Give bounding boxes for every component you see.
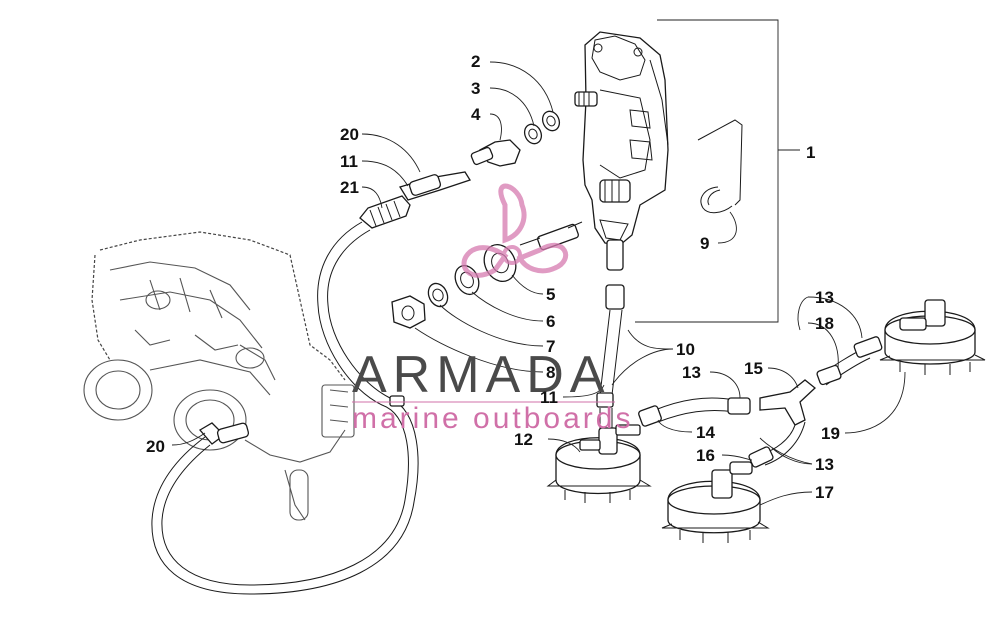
callout-3: 3 xyxy=(471,79,480,98)
callout-20-cable: 20 xyxy=(340,125,359,144)
callout-1: 1 xyxy=(806,143,815,162)
outlet-hose xyxy=(519,221,625,430)
callout-12: 12 xyxy=(514,430,533,449)
callout-2: 2 xyxy=(471,52,480,71)
callout-14: 14 xyxy=(696,423,715,442)
cable-end xyxy=(359,171,471,229)
fuel-pump-assembly xyxy=(574,31,669,246)
watermark-brand: ARMADA xyxy=(352,346,610,404)
armada-logo xyxy=(461,183,569,278)
callout-8: 8 xyxy=(546,363,555,382)
hose-16 xyxy=(748,421,806,468)
fuel-pickup-19 xyxy=(816,299,986,386)
callout-13-upper: 13 xyxy=(815,288,834,307)
callout-11-cable: 11 xyxy=(340,152,358,171)
callout-13-lower: 13 xyxy=(815,455,834,474)
callout-7: 7 xyxy=(546,337,555,356)
callout-19: 19 xyxy=(821,424,840,443)
callout-labels: 1 2 3 4 5 6 7 8 9 10 11 11 12 13 13 13 1… xyxy=(146,52,840,502)
callout-10: 10 xyxy=(676,340,695,359)
callout-5: 5 xyxy=(546,285,555,304)
assembly-bracket xyxy=(635,19,800,323)
callout-21: 21 xyxy=(340,178,359,197)
retaining-clip xyxy=(697,119,743,214)
callout-4: 4 xyxy=(471,105,481,124)
leader-lines xyxy=(171,61,906,506)
callout-9: 9 xyxy=(700,234,709,253)
callout-15: 15 xyxy=(744,359,763,378)
hose-14 xyxy=(638,397,751,427)
fuel-pickup-12 xyxy=(546,424,652,503)
engine-block-outline xyxy=(83,231,355,521)
inlet-fitting xyxy=(470,110,561,167)
callout-13-hose: 13 xyxy=(682,363,701,382)
fuel-pickup-17 xyxy=(661,461,770,543)
y-fitting-15 xyxy=(759,347,871,426)
callout-18: 18 xyxy=(815,314,834,333)
callout-20-hose: 20 xyxy=(146,437,165,456)
vent-hose-left xyxy=(151,221,419,595)
watermark-tagline: marine outboards xyxy=(352,402,633,435)
callout-6: 6 xyxy=(546,312,555,331)
callout-11-tube: 11 xyxy=(540,388,558,407)
callout-17: 17 xyxy=(815,483,834,502)
callout-16: 16 xyxy=(696,446,715,465)
